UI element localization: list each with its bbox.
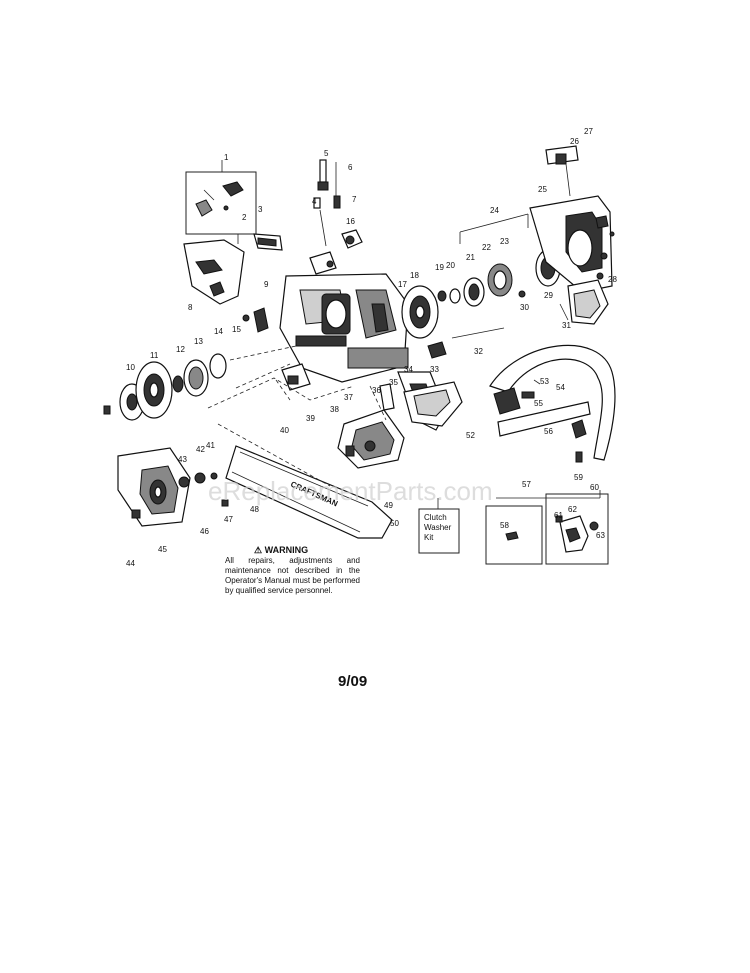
part-number-label: 22 bbox=[482, 243, 491, 252]
part-number-label: 43 bbox=[178, 455, 187, 464]
part-number-label: 34 bbox=[404, 365, 413, 374]
starter-cover-part bbox=[567, 279, 609, 325]
part-number-label: 46 bbox=[200, 527, 209, 536]
revision-date: 9/09 bbox=[338, 673, 368, 690]
part-number-label: 1 bbox=[224, 153, 229, 162]
part-number-label: 21 bbox=[466, 253, 475, 262]
warning-title: ⚠ WARNING bbox=[254, 545, 309, 555]
part-number-label: 33 bbox=[430, 365, 439, 374]
part-number-label: 49 bbox=[384, 501, 393, 510]
part-number-label: 27 bbox=[584, 127, 593, 136]
part-number-label: 10 bbox=[126, 363, 135, 372]
part-number-label: 25 bbox=[538, 185, 547, 194]
part-number-label: 52 bbox=[466, 431, 475, 440]
part-number-label: 47 bbox=[224, 515, 233, 524]
part-number-label: 4 bbox=[312, 197, 317, 206]
kit-label-line-3: Kit bbox=[424, 533, 434, 542]
part-number-label: 26 bbox=[570, 137, 579, 146]
clutch-cover-part bbox=[117, 447, 229, 527]
rear-handle-part bbox=[403, 381, 463, 427]
part-number-label: 39 bbox=[306, 414, 315, 423]
watermark-text: eReplacementParts.com bbox=[208, 476, 493, 506]
part-number-label: 57 bbox=[522, 480, 531, 489]
part-number-label: 16 bbox=[346, 217, 355, 226]
flywheel-starter-parts bbox=[401, 249, 561, 339]
part-number-label: 53 bbox=[540, 377, 549, 386]
part-number-label: 3 bbox=[258, 205, 263, 214]
top-cover-part bbox=[183, 233, 283, 305]
chain-brake-part bbox=[337, 409, 405, 469]
part-number-label: 54 bbox=[556, 383, 565, 392]
part-number-label: 24 bbox=[490, 206, 499, 215]
part-number-label: 30 bbox=[520, 303, 529, 312]
part-number-label: 31 bbox=[562, 321, 571, 330]
part-number-label: 37 bbox=[344, 393, 353, 402]
part-number-label: 61 bbox=[554, 511, 563, 520]
part-number-label: 44 bbox=[126, 559, 135, 568]
part-number-label: 55 bbox=[534, 399, 543, 408]
part-number-label: 42 bbox=[196, 445, 205, 454]
part-number-label: 17 bbox=[398, 280, 407, 289]
part-number-label: 40 bbox=[280, 426, 289, 435]
part-number-label: 14 bbox=[214, 327, 223, 336]
part-60-box bbox=[545, 493, 609, 565]
part-number-label: 38 bbox=[330, 405, 339, 414]
part-number-label: 19 bbox=[435, 263, 444, 272]
part-number-label: 45 bbox=[158, 545, 167, 554]
clutch-parts bbox=[103, 307, 269, 421]
warning-title-text: WARNING bbox=[264, 545, 309, 555]
guide-lines bbox=[207, 160, 601, 499]
part-number-label: 56 bbox=[544, 427, 553, 436]
clutch-washer-kit-label: Clutch Washer Kit bbox=[424, 513, 451, 543]
part-number-label: 20 bbox=[446, 261, 455, 270]
part-number-label: 50 bbox=[390, 519, 399, 528]
clutch-washer-kit-box bbox=[418, 498, 460, 554]
part-number-label: 7 bbox=[352, 195, 357, 204]
part-number-label: 59 bbox=[574, 473, 583, 482]
part-number-label: 12 bbox=[176, 345, 185, 354]
part-number-label: 35 bbox=[389, 378, 398, 387]
engine-housing-part bbox=[279, 251, 409, 383]
part-number-label: 63 bbox=[596, 531, 605, 540]
starter-housing-part bbox=[529, 195, 615, 293]
part-number-label: 28 bbox=[608, 275, 617, 284]
part-number-label: 36 bbox=[372, 386, 381, 395]
warning-text: All repairs, adjustments and maintenance… bbox=[225, 556, 360, 595]
spark-plug-parts bbox=[313, 159, 363, 249]
part-number-label: 32 bbox=[474, 347, 483, 356]
part-number-label: 2 bbox=[242, 213, 247, 222]
part-number-label: 60 bbox=[590, 483, 599, 492]
guide-bar-chain-part: CRAFTSMAN bbox=[225, 445, 393, 539]
part-58-box bbox=[485, 505, 543, 565]
part-number-label: 11 bbox=[150, 351, 159, 360]
handle-bar-part bbox=[489, 344, 616, 463]
part-number-label: 5 bbox=[324, 149, 329, 158]
kit-label-line-2: Washer bbox=[424, 523, 452, 532]
part-number-label: 9 bbox=[264, 280, 269, 289]
part-number-label: 58 bbox=[500, 521, 509, 530]
part-number-label: 48 bbox=[250, 505, 259, 514]
part-number-label: 8 bbox=[188, 303, 193, 312]
part-number-label: 62 bbox=[568, 505, 577, 514]
part-number-label: 13 bbox=[194, 337, 203, 346]
part-number-label: 41 bbox=[206, 441, 215, 450]
part-number-label: 15 bbox=[232, 325, 241, 334]
part-number-label: 23 bbox=[500, 237, 509, 246]
part-number-label: 6 bbox=[348, 163, 353, 172]
part-1-detail-box bbox=[185, 171, 257, 235]
part-number-label: 18 bbox=[410, 271, 419, 280]
part-number-label: 29 bbox=[544, 291, 553, 300]
starter-handle-part bbox=[545, 145, 579, 197]
kit-label-line-1: Clutch bbox=[424, 513, 447, 522]
